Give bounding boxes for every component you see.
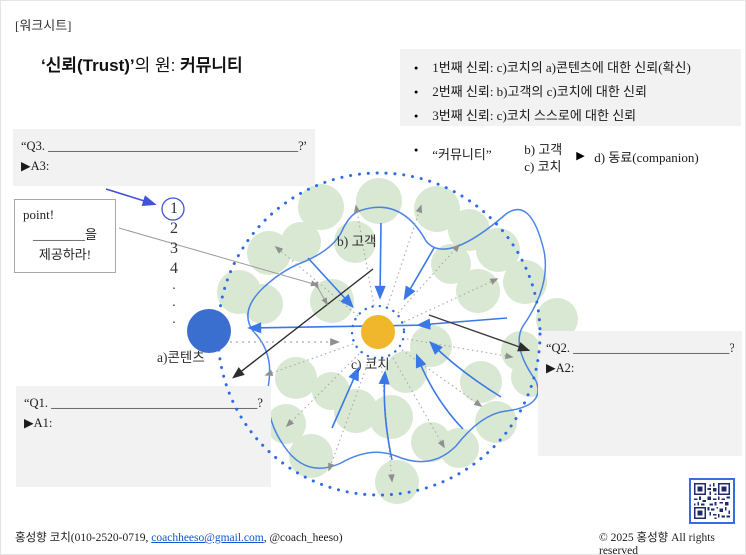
community-companion: d) 동료(companion): [594, 150, 699, 165]
point-line2: ________을: [33, 227, 97, 242]
footer-contact: 홍성향 코치(010-2520-0719, coachheeso@gmail.c…: [15, 529, 343, 545]
title-trust: ‘신뢰(Trust)’: [41, 56, 135, 75]
label-coach: c) 코치: [351, 357, 390, 372]
community-label: “커뮤니티”: [432, 147, 492, 162]
question-box-q3: “Q3. ___________________________________…: [13, 129, 315, 186]
footer-contact-prefix: 홍성향 코치(010-2520-0719,: [15, 532, 152, 544]
step-3: 3: [170, 240, 178, 257]
step-dot: ·: [171, 316, 177, 331]
coach-node: [361, 315, 395, 349]
trust-item-3: ● 3번째 신뢰: c)코치 스스로에 대한 신뢰: [414, 105, 731, 129]
title-community: 커뮤니티: [180, 56, 243, 75]
trust-item-text: 1번째 신뢰: c)코치의 a)콘텐츠에 대한 신뢰(확신): [432, 60, 691, 75]
small-double-arrow: [312, 281, 328, 306]
bullet-icon: ●: [414, 64, 419, 72]
label-customer: b) 고객: [337, 234, 377, 249]
point-box: point! ________을 제공하라!: [14, 199, 116, 273]
title-mid: 의 원:: [134, 56, 181, 75]
footer-copyright: © 2025 홍성향 All rights reserved: [599, 532, 715, 555]
bullet-icon: ●: [414, 146, 419, 154]
arrow-to-q2: [428, 314, 531, 352]
page-title: ‘신뢰(Trust)’의 원: 커뮤니티: [41, 51, 243, 76]
qr-code[interactable]: [689, 478, 735, 524]
arrow-right-icon: ▶: [576, 150, 585, 162]
email-link[interactable]: coachheeso@gmail.com: [151, 532, 264, 544]
q3-answer: ▶A3:: [21, 159, 50, 173]
trust-item-2: ● 2번째 신뢰: b)고객의 c)코치에 대한 신뢰: [414, 81, 731, 105]
bullet-icon: ●: [414, 88, 419, 96]
trust-list-box: ● 1번째 신뢰: c)코치의 a)콘텐츠에 대한 신뢰(확신) ● 2번째 신…: [400, 49, 741, 126]
q1-question: “Q1. _________________________________?”: [24, 396, 263, 410]
q3-question: “Q3. ___________________________________…: [21, 139, 307, 153]
trust-blob-outline: [247, 206, 547, 469]
point-box-arrow: [118, 227, 319, 287]
point-line3: 제공하라!: [38, 247, 92, 262]
community-customer: b) 고객: [524, 142, 563, 157]
trust-item-text: 3번째 신뢰: c)코치 스스로에 대한 신뢰: [432, 108, 637, 123]
point-line1: point!: [23, 207, 55, 222]
footer-contact-suffix: , @coach_heeso): [263, 532, 343, 544]
q2-answer: ▶A2:: [546, 361, 575, 375]
community-legend: ● “커뮤니티” b) 고객 c) 코치 ▶ d) 동료(companion): [400, 141, 745, 185]
q1-answer: ▶A1:: [24, 416, 53, 430]
step-dot: ·: [171, 299, 177, 314]
trust-item-text: 2번째 신뢰: b)고객의 c)코치에 대한 신뢰: [432, 84, 647, 99]
worksheet-tag: [워크시트]: [15, 18, 72, 33]
step-4: 4: [170, 260, 178, 277]
community-roles: b) 고객 c) 코치: [524, 141, 576, 175]
question-box-q1: “Q1. _________________________________?”…: [16, 386, 271, 487]
inward-trust-arrows: [247, 222, 508, 461]
outward-dotted-arrows: [264, 204, 514, 483]
step-dot: ·: [171, 282, 177, 297]
bullet-icon: ●: [414, 112, 419, 120]
question-box-q2: “Q2. _________________________?” ▶A2:: [538, 331, 742, 456]
coach-dotted-ring: [350, 304, 406, 360]
step-2: 2: [170, 220, 178, 237]
label-content: a)콘텐츠: [157, 350, 205, 365]
community-member-circles: [217, 178, 578, 504]
q2-question: “Q2. _________________________?”: [546, 341, 734, 355]
step-1: 1: [170, 200, 178, 217]
qr-code-image: [694, 483, 730, 519]
community-coach: c) 코치: [524, 159, 562, 174]
trust-item-1: ● 1번째 신뢰: c)코치의 a)콘텐츠에 대한 신뢰(확신): [414, 57, 731, 81]
